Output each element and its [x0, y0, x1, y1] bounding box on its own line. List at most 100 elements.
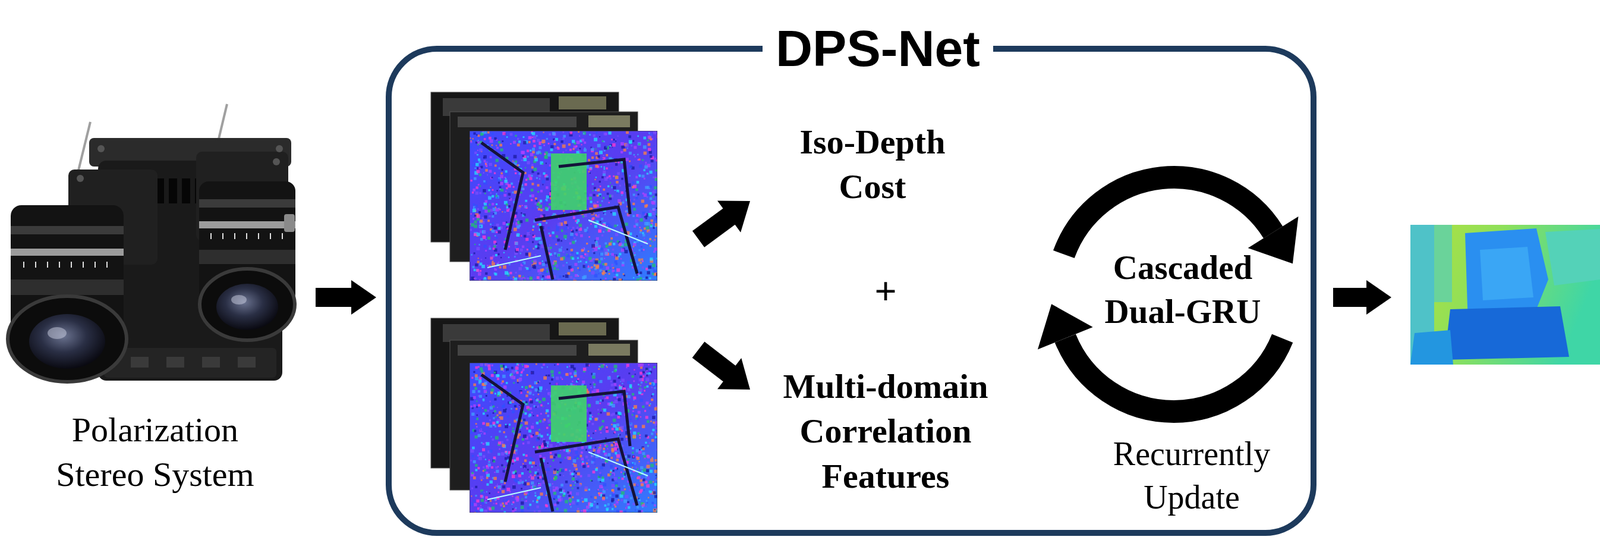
- polarization-image: [562, 134, 566, 138]
- polarization-image: [501, 168, 504, 171]
- polarization-image: [497, 253, 500, 255]
- polarization-image: [532, 234, 536, 238]
- polarization-image: [537, 183, 540, 187]
- polarization-image: [561, 246, 563, 248]
- polarization-image: [502, 504, 506, 507]
- polarization-image: [643, 177, 646, 180]
- polarization-image: [583, 258, 586, 261]
- stereo-camera: [199, 268, 295, 340]
- polarization-image: [613, 382, 617, 386]
- polarization-image: [537, 208, 541, 211]
- polarization-image: [503, 193, 507, 197]
- polarization-image: [507, 276, 510, 279]
- polarization-image: [536, 199, 538, 202]
- polarization-image: [652, 245, 654, 247]
- polarization-image: [612, 277, 616, 281]
- polarization-image: [553, 139, 556, 142]
- polarization-image: [485, 161, 488, 163]
- polarization-image: [644, 163, 647, 166]
- polarization-image: [524, 205, 528, 209]
- polarization-image: [562, 209, 565, 212]
- polarization-image: [618, 203, 620, 206]
- polarization-image: [480, 258, 483, 261]
- depth-map: [1479, 246, 1534, 301]
- polarization-image: [542, 260, 544, 262]
- polarization-image: [534, 179, 537, 182]
- polarization-image: [503, 252, 505, 254]
- polarization-image: [628, 161, 631, 163]
- polarization-image: [552, 236, 555, 239]
- polarization-image: [605, 145, 608, 148]
- polarization-image: [520, 501, 525, 505]
- polarization-image: [610, 185, 613, 187]
- polarization-image: [564, 226, 568, 231]
- polarization-image: [491, 202, 494, 206]
- polarization-image: [546, 275, 550, 279]
- polarization-image: [527, 506, 530, 509]
- polarization-image: [498, 167, 500, 169]
- polarization-image: [571, 257, 575, 260]
- polarization-image: [518, 164, 520, 166]
- polarization-image: [632, 245, 635, 247]
- polarization-image: [589, 133, 591, 136]
- polarization-image: [528, 276, 533, 280]
- polarization-image: [557, 222, 562, 227]
- polarization-image: [612, 212, 617, 216]
- polarization-image: [562, 275, 565, 277]
- polarization-image: [471, 164, 475, 167]
- polarization-image: [477, 149, 479, 151]
- polarization-image: [479, 191, 482, 195]
- polarization-image: [616, 240, 620, 243]
- polarization-image: [589, 200, 592, 203]
- polarization-image: [534, 244, 538, 248]
- polarization-image: [620, 498, 623, 502]
- polarization-image: [479, 230, 483, 233]
- polarization-image: [621, 248, 625, 253]
- polarization-image: [524, 167, 527, 169]
- polarization-image: [608, 269, 610, 272]
- polarization-image: [492, 405, 496, 408]
- polarization-image: [515, 247, 519, 251]
- polarization-image: [638, 258, 642, 262]
- polarization-image: [570, 229, 572, 231]
- polarization-image: [476, 231, 479, 234]
- polarization-image: [591, 250, 594, 253]
- polarization-image: [604, 241, 607, 245]
- polarization-image: [562, 131, 565, 134]
- polarization-image: [489, 186, 491, 188]
- polarization-image: [593, 193, 596, 197]
- polarization-image: [492, 222, 494, 225]
- polarization-image: [577, 260, 580, 263]
- polarization-image: [523, 140, 527, 144]
- polarization-image: [615, 140, 617, 142]
- polarization-image: [597, 155, 600, 158]
- polarization-image: [565, 274, 569, 279]
- polarization-image: [587, 250, 590, 253]
- polarization-image: [558, 253, 561, 257]
- polarization-image: [486, 174, 488, 176]
- polarization-image: [602, 140, 604, 143]
- polarization-image: [521, 368, 525, 371]
- polarization-image: [641, 174, 645, 178]
- polarization-image: [570, 268, 574, 272]
- polarization-image: [566, 248, 569, 251]
- polarization-image: [539, 161, 543, 165]
- polarization-image: [506, 206, 509, 209]
- polarization-image: [548, 203, 551, 206]
- polarization-image: [639, 479, 643, 483]
- polarization-image: [652, 195, 655, 198]
- polarization-image: [637, 158, 639, 161]
- polarization-image: [521, 364, 524, 367]
- polarization-image: [555, 243, 557, 245]
- polarization-image: [649, 170, 653, 174]
- polarization-image: [490, 465, 494, 469]
- polarization-image: [526, 276, 529, 280]
- polarization-image: [496, 373, 500, 377]
- polarization-image: [649, 244, 652, 247]
- polarization-image: [635, 188, 638, 191]
- polarization-image: [652, 176, 655, 179]
- polarization-image: [477, 167, 481, 170]
- polarization-image: [495, 145, 497, 147]
- polarization-image: [593, 137, 598, 142]
- polarization-image: [647, 212, 652, 217]
